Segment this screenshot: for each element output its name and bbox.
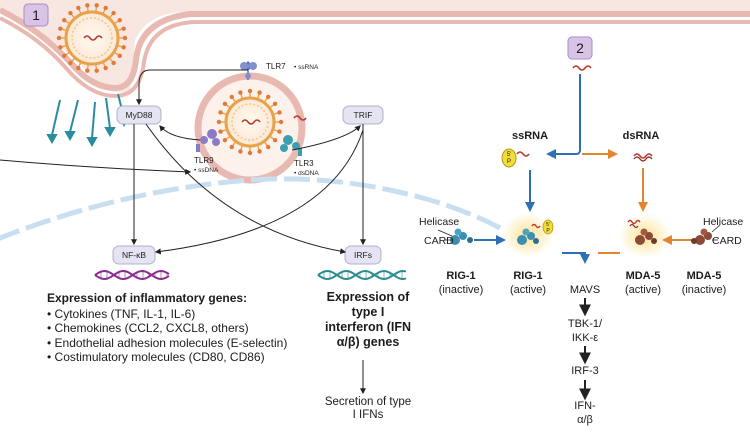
irf3-label: IRF-3 xyxy=(571,365,599,377)
tlr7-receptor xyxy=(240,60,257,80)
rig1-inactive-name: RIG-1 xyxy=(446,270,475,282)
panel-1-number: 1 xyxy=(32,7,40,23)
rig1-active-protein: 5' P xyxy=(517,219,554,245)
inflammatory-item: • Costimulatory molecules (CD80, CD86) xyxy=(47,350,265,364)
irfs-label: IRFs xyxy=(354,250,372,260)
mda5-active-protein xyxy=(627,219,657,245)
dna-helix-interferon xyxy=(317,269,407,281)
inflammatory-item: • Chemokines (CCL2, CXCL8, others) xyxy=(47,321,249,335)
svg-text:5': 5' xyxy=(507,152,511,158)
tlr9-receptor xyxy=(196,129,220,152)
virus-particle-top xyxy=(56,3,128,73)
ssrna-5p-marker: 5' P xyxy=(501,148,530,168)
mda5-inactive-state: (inactive) xyxy=(682,284,727,296)
irfs-pill: IRFs xyxy=(344,245,382,265)
mavs-junction-arrow xyxy=(572,252,590,264)
tlr7-ligand: • ssRNA xyxy=(294,64,319,71)
inflammatory-genes-block: Expression of inflammatory genes: • Cyto… xyxy=(47,291,297,365)
helicase-right-label: Helicase xyxy=(703,216,743,228)
rig1-active-name: RIG-1 xyxy=(513,270,542,282)
svg-text:5': 5' xyxy=(546,222,550,228)
mda5-active-state: (active) xyxy=(625,284,661,296)
nfkb-label: NF-κB xyxy=(122,250,146,260)
panel-2-badge: 2 xyxy=(567,36,593,60)
trif-label: TRIF xyxy=(354,110,373,120)
rig1-inactive-protein xyxy=(437,228,473,245)
card-left-label: CARD xyxy=(424,235,454,247)
tlr7-label: TLR7 xyxy=(266,62,286,71)
dsrna-label: dsRNA xyxy=(623,130,660,142)
type-i-ifn-expression: Expression of type I interferon (IFN α/β… xyxy=(324,290,412,349)
rig1-inactive-state: (inactive) xyxy=(439,284,484,296)
tlr3-ligand: • dsDNA xyxy=(294,170,319,177)
inflammatory-title: Expression of inflammatory genes: xyxy=(47,291,248,305)
mavs-label: MAVS xyxy=(570,284,600,296)
rna-strand-panel2 xyxy=(572,65,592,71)
mda5-inactive-protein xyxy=(691,224,721,245)
dsrna-strand-2 xyxy=(633,156,653,162)
endosome xyxy=(194,72,307,184)
panel-2-number: 2 xyxy=(576,40,584,56)
inflammatory-list: • Cytokines (TNF, IL-1, IL-6) • Chemokin… xyxy=(47,307,297,365)
svg-text:P: P xyxy=(507,159,511,165)
myd88-pill: MyD88 xyxy=(116,105,162,125)
ifn-label-1: IFN- xyxy=(574,400,596,412)
receptor-cluster-left xyxy=(46,93,130,148)
tlr3-label: TLR3 xyxy=(294,159,314,168)
dsrna-strand xyxy=(633,153,653,159)
trif-pill: TRIF xyxy=(342,105,384,125)
svg-text:P: P xyxy=(546,228,550,234)
nuclear-membrane xyxy=(0,176,502,241)
virus-particle-endosome xyxy=(216,88,284,156)
dna-helix-inflammatory xyxy=(94,269,170,281)
plasma-membrane xyxy=(0,0,750,99)
ifn-label-2: α/β xyxy=(577,414,593,426)
tlr9-ligand: • ssDNA xyxy=(194,167,219,174)
tbk1-label: TBK-1/ xyxy=(568,318,603,330)
inflammatory-item: • Cytokines (TNF, IL-1, IL-6) xyxy=(47,306,196,321)
ssrna-label: ssRNA xyxy=(512,130,548,142)
inflammatory-item: • Endothelial adhesion molecules (E-sele… xyxy=(47,335,288,350)
mda5-inactive-name: MDA-5 xyxy=(687,270,722,282)
tlr3-receptor xyxy=(280,135,302,156)
ikke-label: IKK-ε xyxy=(572,332,598,344)
myd88-label: MyD88 xyxy=(126,110,153,120)
type-i-ifn-secretion: Secretion of type I IFNs xyxy=(324,396,412,421)
signaling-arrows-panel1 xyxy=(0,69,366,395)
card-right-label: CARD xyxy=(712,235,742,247)
rig1-active-state: (active) xyxy=(510,284,546,296)
blue-ssrna-arrow xyxy=(546,74,581,159)
tlr9-label: TLR9 xyxy=(194,156,214,165)
panel-1-badge: 1 xyxy=(23,3,49,27)
mda5-active-name: MDA-5 xyxy=(626,270,661,282)
helicase-left-label: Helicase xyxy=(419,216,459,228)
nfkb-pill: NF-κB xyxy=(112,245,156,265)
